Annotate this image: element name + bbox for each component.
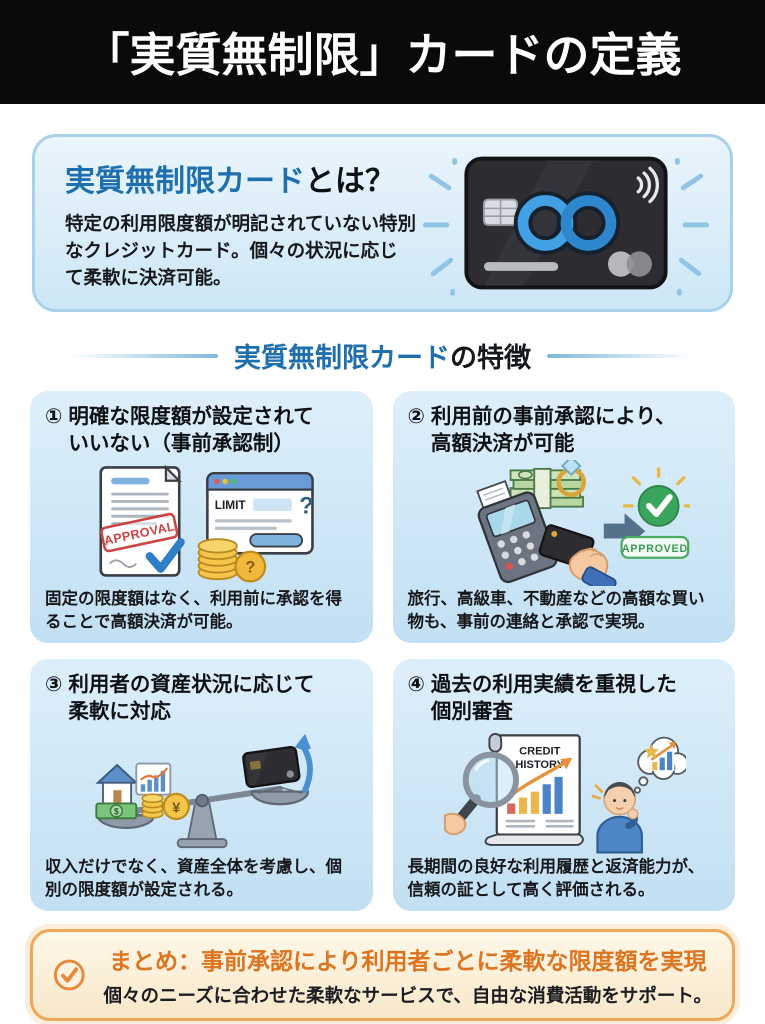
summary-text-block: まとめ：事前承認により利用者ごとに柔軟な限度額を実現 個々のニーズに合わせた柔軟…: [104, 942, 712, 1008]
feature-2-illustration: APPROVED: [408, 460, 721, 587]
feature-3-caption: 収入だけでなく、資産全体を考慮し、個別の限度額が設定される。: [45, 858, 342, 899]
feature-2-caption: 旅行、高級車、不動産などの高額な買い物も、事前の連絡と承認で実現。: [407, 590, 705, 631]
credit-history-review-icon: CREDIT HISTORY: [443, 733, 686, 854]
features-heading-text: 実質無制限カードの特徴: [234, 336, 531, 375]
svg-text:?: ?: [245, 559, 255, 577]
intro-box: 実質無制限カードとは？ 特定の利用限度額が明記されていない特別なクレジットカード…: [32, 134, 733, 312]
feature-4-title: ④ 過去の利用実績を重視した 個別審査: [408, 672, 721, 725]
svg-text:LIMIT: LIMIT: [215, 498, 247, 512]
feature-1-caption: 固定の限度額はなく、利用前に承認を得ることで高額決済が可能。: [45, 590, 342, 631]
approval-document-limit-icon: APPROVAL LIMIT ?: [99, 465, 314, 583]
payment-terminal-approved-icon: APPROVED: [476, 460, 690, 587]
feature-box-3: ③ 利用者の資産状況に応じて 柔軟に対応: [30, 659, 373, 911]
features-heading-highlight: 実質無制限カード: [234, 343, 450, 373]
intro-title-rest: とは？: [305, 164, 395, 198]
summary-body: 個々のニーズに合わせた柔軟なサービスで、自由な消費活動をサポート。: [103, 985, 712, 1006]
feature-3-title: ③ 利用者の資産状況に応じて 柔軟に対応: [45, 672, 358, 725]
intro-illustration: [416, 139, 716, 307]
features-heading-rest: の特徴: [450, 343, 531, 373]
svg-text:¥: ¥: [172, 801, 181, 817]
check-circle-icon: [53, 959, 85, 991]
features-heading: 実質無制限カードの特徴: [0, 336, 765, 375]
svg-text:APPROVED: APPROVED: [622, 543, 688, 555]
feature-3-number: ③: [45, 673, 63, 696]
summary-box: まとめ：事前承認により利用者ごとに柔軟な限度額を実現 個々のニーズに合わせた柔軟…: [30, 929, 735, 1021]
page-title: 「実質無制限」カードの定義: [83, 29, 682, 81]
page-header: 「実質無制限」カードの定義: [0, 0, 765, 104]
balance-scale-assets-icon: $ ¥: [95, 734, 313, 849]
svg-text:?: ?: [299, 494, 313, 520]
intro-title: 実質無制限カードとは？: [65, 156, 416, 200]
feature-box-4: ④ 過去の利用実績を重視した 個別審査 CREDIT HISTORY: [392, 659, 735, 911]
svg-text:CREDIT: CREDIT: [519, 746, 561, 758]
intro-text-block: 実質無制限カードとは？ 特定の利用限度額が明記されていない特別なクレジットカード…: [65, 156, 416, 291]
heading-line-right: [547, 353, 693, 358]
feature-4-illustration: CREDIT HISTORY: [408, 728, 721, 854]
feature-1-illustration: APPROVAL LIMIT ?: [45, 460, 358, 586]
intro-title-highlight: 実質無制限カード: [65, 164, 305, 198]
svg-text:HISTORY: HISTORY: [515, 759, 564, 771]
feature-2-title: ② 利用前の事前承認により、 高額決済が可能: [408, 404, 721, 457]
svg-text:$: $: [114, 807, 119, 817]
intro-description: 特定の利用限度額が明記されていない特別なクレジットカード。個々の状況に応じて柔軟…: [65, 212, 416, 288]
feature-1-number: ①: [45, 405, 63, 428]
feature-4-caption: 長期間の良好な利用履歴と返済能力が、信頼の証として高く評価される。: [407, 858, 705, 899]
feature-box-2: ② 利用前の事前承認により、 高額決済が可能: [392, 391, 735, 643]
feature-1-title: ① 明確な限度額が設定されて いいない（事前承認制）: [45, 404, 358, 457]
summary-title: まとめ：事前承認により利用者ごとに柔軟な限度額を実現: [108, 948, 707, 974]
feature-4-number: ④: [407, 673, 425, 696]
feature-2-number: ②: [407, 405, 425, 428]
infinity-credit-card-icon: [422, 156, 710, 296]
heading-line-left: [72, 353, 218, 358]
feature-3-illustration: $ ¥: [45, 728, 358, 854]
features-grid: ① 明確な限度額が設定されて いいない（事前承認制） APPROVAL: [30, 391, 735, 911]
feature-box-1: ① 明確な限度額が設定されて いいない（事前承認制） APPROVAL: [30, 391, 373, 643]
